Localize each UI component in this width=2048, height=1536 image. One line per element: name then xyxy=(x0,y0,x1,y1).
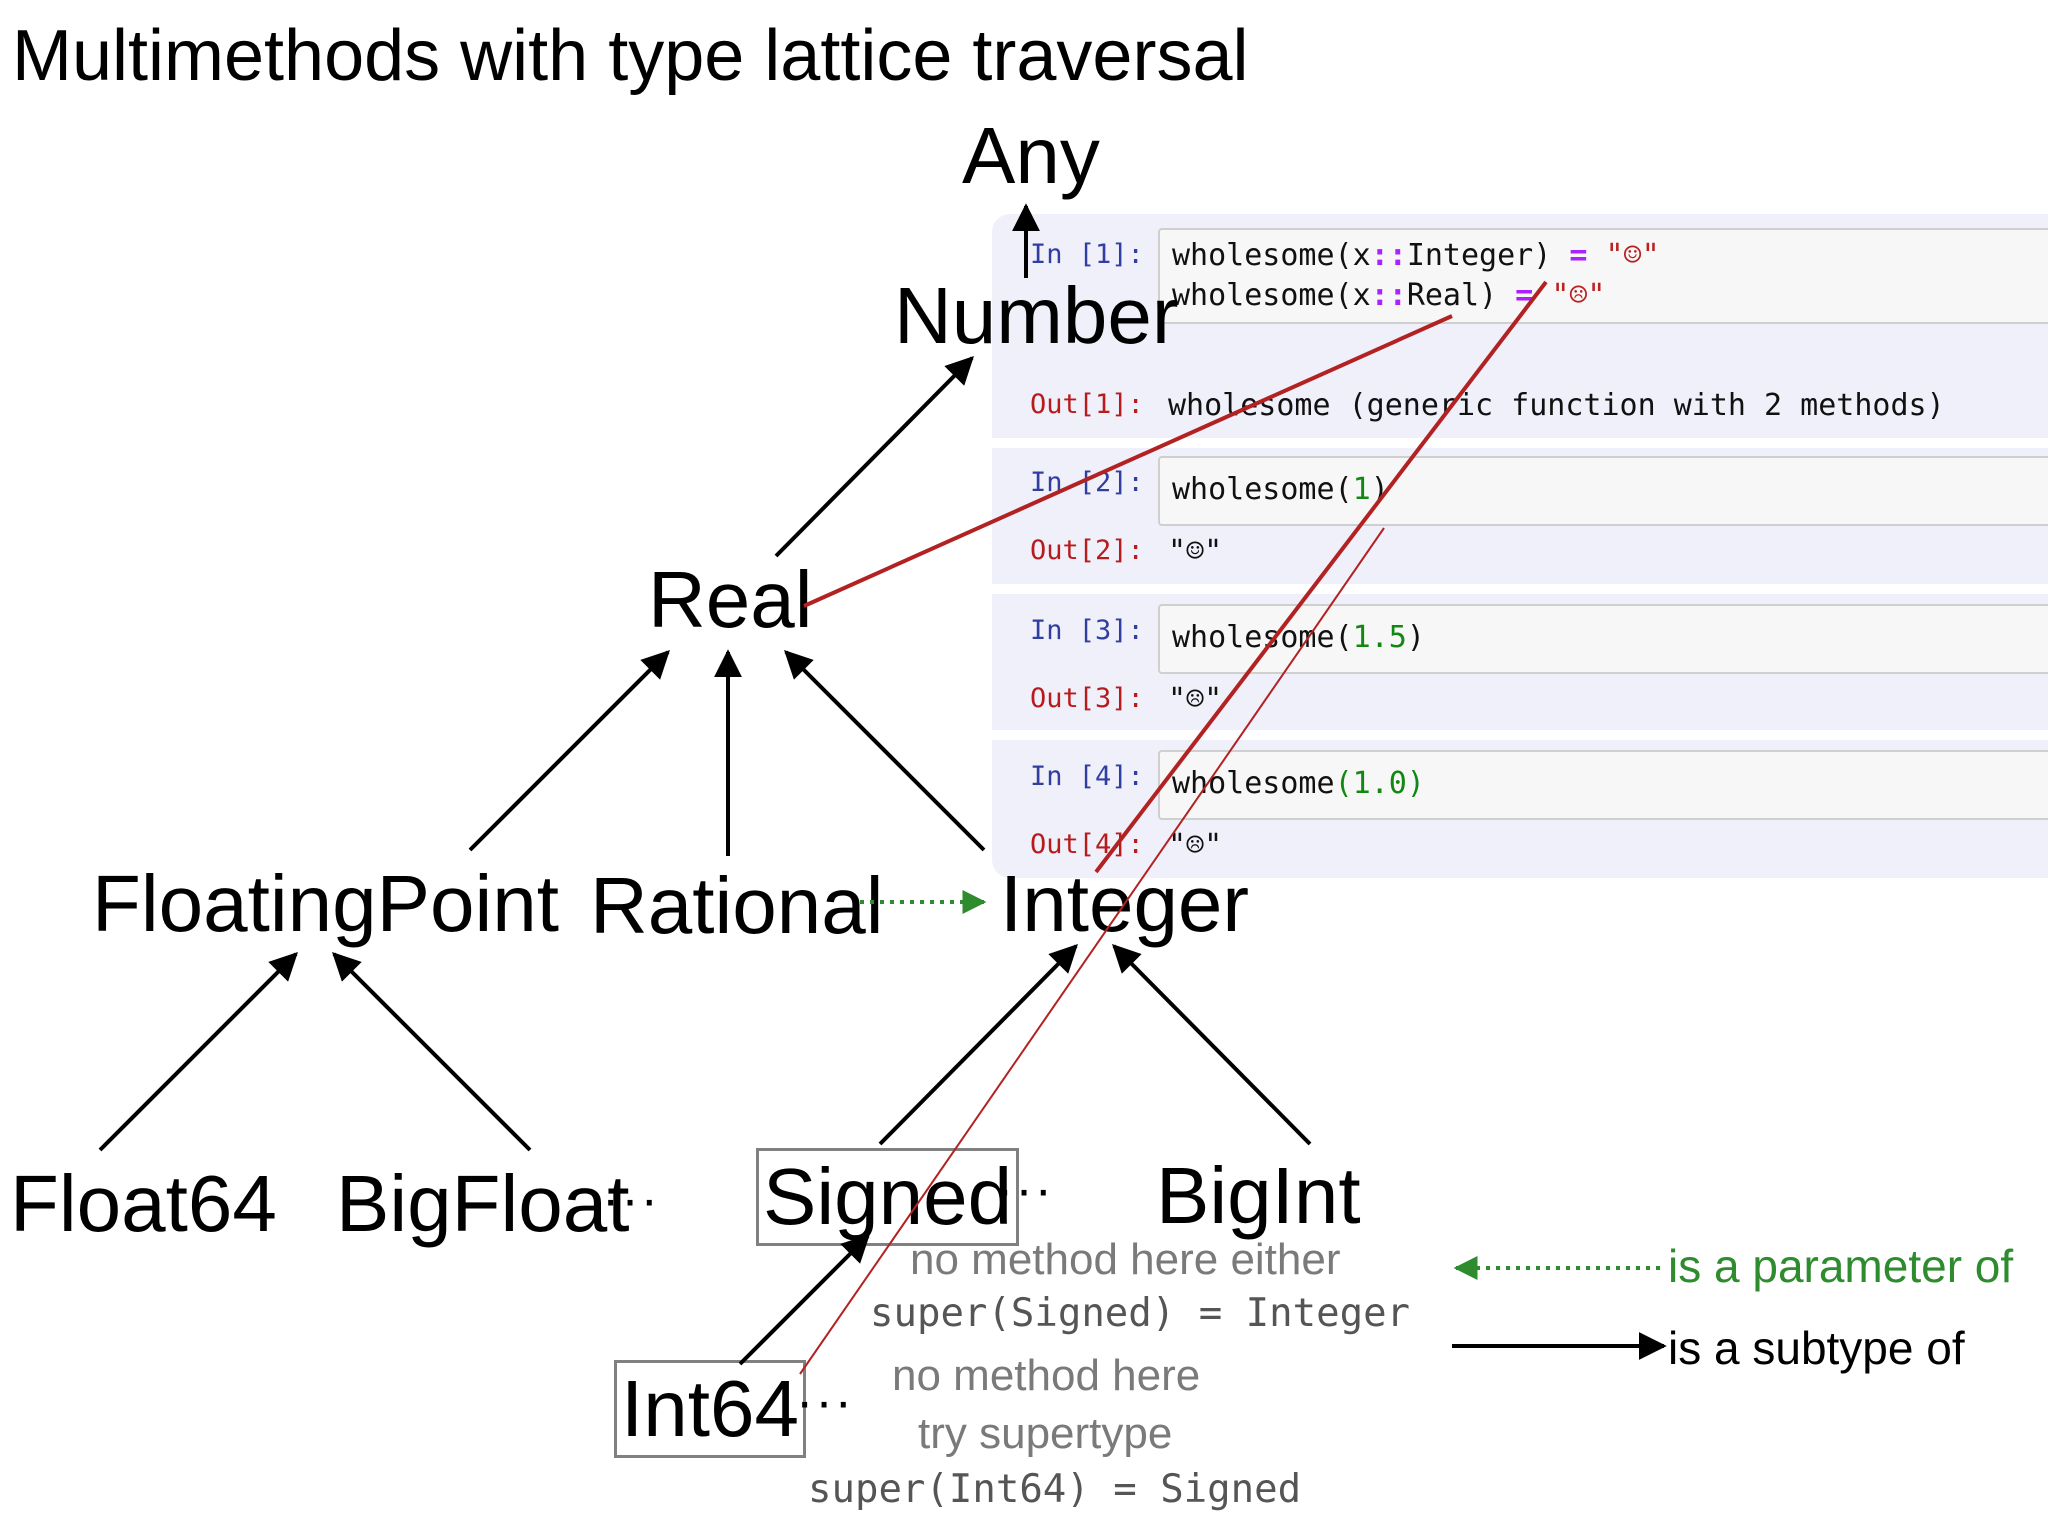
slide-title: Multimethods with type lattice traversal xyxy=(12,16,1249,96)
out-prompt-1: Out[1]: xyxy=(1030,389,1144,420)
code-input-4[interactable]: wholesome(1.0) xyxy=(1158,750,2048,820)
node-bigfloat: BigFloat xyxy=(336,1159,630,1248)
in-prompt-2: In [2]: xyxy=(1030,467,1144,498)
in-prompt-3: In [3]: xyxy=(1030,615,1144,646)
arrow-bigint-integer xyxy=(1112,944,1312,1146)
in-prompt-4: In [4]: xyxy=(1030,761,1144,792)
node-real: Real xyxy=(648,555,813,644)
code-line-call-float: wholesome(1.5) xyxy=(1172,620,1425,655)
node-bigint: BigInt xyxy=(1156,1151,1361,1240)
node-rational: Rational xyxy=(590,861,884,950)
legend-subtype-label: is a subtype of xyxy=(1668,1322,1965,1374)
node-float64: Float64 xyxy=(10,1159,277,1248)
ellipsis-bigfloat: ··· xyxy=(602,1171,660,1229)
cell-divider xyxy=(992,584,2048,594)
arrow-real-number xyxy=(774,356,974,558)
out-prompt-2: Out[2]: xyxy=(1030,535,1144,566)
node-signed: Signed xyxy=(756,1148,1020,1246)
jupyter-notebook-panel: In [1]: wholesome(x::Integer) = "☺" whol… xyxy=(992,214,2048,878)
cell-divider xyxy=(992,438,2048,448)
ellipsis-int64: ··· xyxy=(796,1373,854,1431)
code-line-integer: wholesome(x::Integer) = "☺" xyxy=(1172,238,1660,273)
code-line-call-int: wholesome(1) xyxy=(1172,472,1389,507)
ellipsis-signed: ··· xyxy=(996,1161,1054,1219)
trace-int64-path xyxy=(799,527,1385,1375)
code-line-real: wholesome(x::Real) = "☹" xyxy=(1172,278,1606,313)
out-prompt-3: Out[3]: xyxy=(1030,683,1144,714)
output-1: wholesome (generic function with 2 metho… xyxy=(1168,388,1945,423)
trace-integer-method xyxy=(1094,280,1548,874)
note-int64-try-super: try supertype xyxy=(918,1409,1173,1458)
note-int64-super: super(Int64) = Signed xyxy=(808,1467,1302,1512)
node-any: Any xyxy=(962,111,1100,200)
arrow-integer-real xyxy=(784,650,986,852)
output-4: "☹" xyxy=(1168,828,1223,863)
legend-parameter-label: is a parameter of xyxy=(1668,1240,2014,1292)
arrow-float64-floatingpoint xyxy=(98,952,298,1152)
arrow-bigfloat-floatingpoint xyxy=(332,952,532,1152)
note-signed-super: super(Signed) = Integer xyxy=(870,1291,1411,1336)
note-int64-no-method: no method here xyxy=(892,1351,1201,1400)
code-input-2[interactable]: wholesome(1) xyxy=(1158,456,2048,526)
arrow-floatingpoint-real xyxy=(468,650,670,852)
trace-real-method xyxy=(803,314,1453,608)
node-floatingpoint: FloatingPoint xyxy=(92,859,559,948)
arrow-int64-signed xyxy=(738,1234,870,1366)
note-signed-no-method: no method here either xyxy=(910,1235,1341,1284)
arrow-signed-integer xyxy=(878,944,1078,1146)
output-3: "☹" xyxy=(1168,682,1223,717)
node-number: Number xyxy=(894,271,1179,360)
in-prompt-1: In [1]: xyxy=(1030,239,1144,270)
code-input-1[interactable]: wholesome(x::Integer) = "☺" wholesome(x:… xyxy=(1158,228,2048,324)
output-2: "☺" xyxy=(1168,534,1223,569)
node-int64: Int64 xyxy=(614,1360,806,1458)
cell-divider xyxy=(992,730,2048,740)
